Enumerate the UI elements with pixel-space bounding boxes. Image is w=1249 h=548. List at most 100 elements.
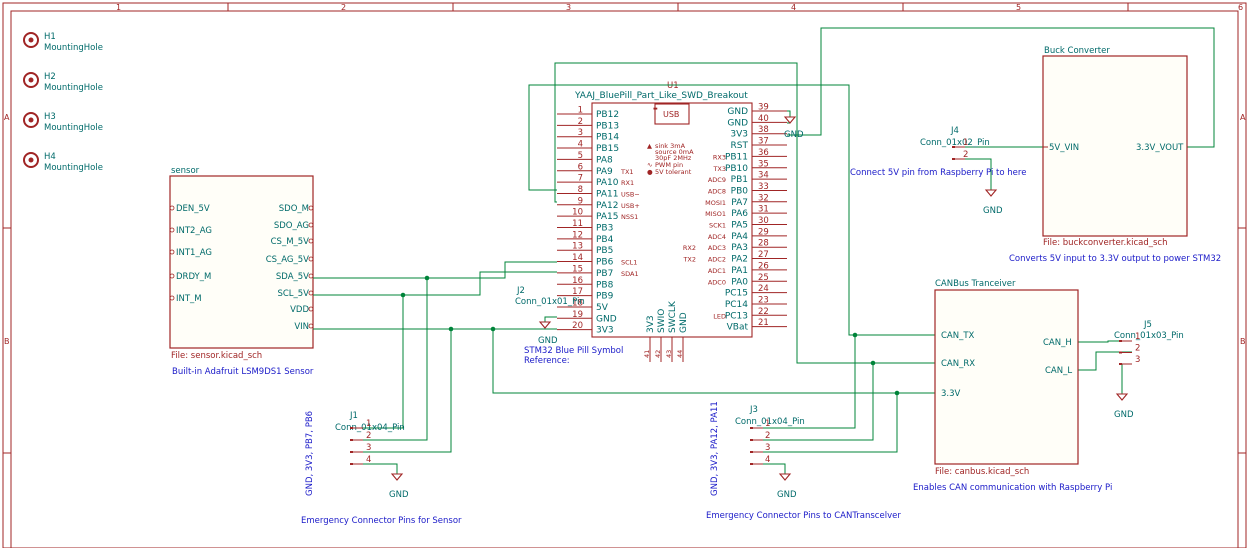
frame-col-2: 2: [341, 3, 346, 12]
j5-pin-number: 1: [1135, 332, 1140, 342]
mounting-hole-h1[interactable]: H1 MountingHole: [23, 32, 103, 53]
u1-left-pin-name: PB8: [596, 280, 614, 290]
u1-right-pin-alt: ADC0: [708, 278, 726, 286]
j1-pin-number: 2: [366, 431, 371, 441]
u1-left-pin-name: PB6: [596, 258, 614, 268]
frame-col-6: 6: [1238, 3, 1243, 12]
mounting-hole-h3[interactable]: H3 MountingHole: [23, 112, 103, 133]
u1-left-pin-name: GND: [596, 314, 617, 324]
u1-right-pin-name: 3V3: [730, 130, 748, 140]
u1-left-pin-number: 8: [578, 185, 583, 195]
j1-pin-marker: [350, 463, 353, 465]
u1-ref: U1: [667, 81, 679, 91]
j2-connector[interactable]: J2 Conn_01x01_Pin: [515, 286, 585, 307]
j4-connector[interactable]: J4 Conn_01x02_Pin 12 Connect 5V pin from…: [850, 126, 1026, 178]
can-transceiver-sheet[interactable]: CANBus Tranceiver CAN_TX CAN_RX 3.3V CAN…: [913, 279, 1112, 493]
gnd-label-j2: GND: [538, 336, 558, 346]
sensor-left-pin-label: DRDY_M: [176, 272, 211, 282]
u1-bottom-pin-number: 42: [654, 350, 662, 358]
u1-bluepill-symbol[interactable]: U1 YAAJ_BluePill_Part_Like_SWD_Breakout …: [557, 81, 787, 362]
j5-pin-marker: [1119, 363, 1122, 365]
can-pin-h: CAN_H: [1043, 338, 1072, 348]
u1-left-pin-name: PA11: [596, 189, 618, 199]
u1-left-pin-name: PA9: [596, 167, 613, 177]
u1-left-pin-name: PB5: [596, 246, 613, 256]
u1-bottom-pin-name: SWIO: [657, 309, 667, 333]
u1-bottom-pin-name: 3V3: [646, 315, 656, 333]
gnd-symbol-j2: GND: [538, 321, 558, 346]
buck-pin-5v-vin: 5V_VIN: [1049, 143, 1079, 153]
u1-left-pin-number: 1: [578, 106, 583, 116]
u1-left-pin-number: 16: [572, 276, 583, 286]
legend-source: source 0mA: [655, 148, 694, 156]
gnd-label-u1-top: GND: [784, 130, 804, 140]
j1-pin-number: 3: [366, 443, 371, 453]
gnd-label-j5: GND: [1114, 410, 1134, 420]
sensor-right-pin-label: VDD: [290, 305, 309, 315]
u1-left-pin-number: 18: [572, 298, 583, 308]
u1-left-pin-number: 15: [572, 264, 583, 274]
j1-ref: J1: [349, 411, 358, 421]
j3-ref: J3: [749, 405, 758, 415]
mounting-hole-h2[interactable]: H2 MountingHole: [23, 72, 103, 93]
u1-right-pin-number: 35: [758, 159, 769, 169]
u1-left-pin-number: 3: [578, 128, 583, 138]
legend-triangle-icon: ▲: [647, 142, 652, 150]
gnd-symbol-j1: GND: [389, 473, 409, 500]
u1-right-pin-number: 33: [758, 182, 769, 192]
j1-pin-marker: [350, 439, 353, 441]
j5-connector[interactable]: J5 Conn_01x03_Pin 123: [1114, 320, 1184, 365]
u1-right-pin-alt: ADC1: [708, 267, 726, 275]
h2-ref: H2: [44, 72, 56, 82]
u1-left-pin-name: 5V: [596, 303, 609, 313]
u1-left-pin-number: 20: [572, 321, 583, 331]
u1-right-pin-alt2: RX2: [683, 244, 696, 252]
buck-sheet-description: Converts 5V input to 3.3V output to powe…: [1009, 254, 1221, 264]
u1-right-pin-name: PB11: [725, 152, 748, 162]
u1-left-pin-number: 17: [572, 287, 583, 297]
u1-left-pin-alt: SCL1: [621, 259, 637, 267]
u1-right-pin-name: VBat: [727, 323, 749, 333]
j5-value: Conn_01x03_Pin: [1114, 331, 1184, 341]
sensor-right-pins: SDO_MSDO_AGCS_M_5VCS_AG_5VSDA_5VSCL_5VVD…: [266, 204, 314, 332]
u1-left-pin-name: PB15: [596, 144, 619, 154]
j1-pin-number: 1: [366, 419, 371, 429]
h3-ref: H3: [44, 112, 56, 122]
j4-value: Conn_01x02_Pin: [920, 138, 990, 148]
u1-bottom-pin-number: 44: [676, 350, 684, 358]
u1-left-pin-number: 6: [578, 162, 583, 172]
u1-note-line1: STM32 Blue Pill Symbol: [524, 346, 623, 356]
u1-left-pin-name: PA15: [596, 212, 618, 222]
mounting-hole-h4[interactable]: H4 MountingHole: [23, 152, 103, 173]
u1-bottom-pin-number: 41: [643, 350, 651, 358]
sensor-right-pin-marker: [308, 306, 314, 312]
j1-caption: Emergency Connector Pins for Sensor: [301, 516, 462, 526]
u1-right-pin-alt: LED: [713, 312, 726, 320]
u1-right-pin-number: 36: [758, 148, 769, 158]
u1-right-pin-name: PA2: [731, 255, 748, 265]
u1-left-pin-number: 13: [572, 242, 583, 252]
gnd-label-j4: GND: [983, 206, 1003, 216]
usb-small-mark: ▬: [653, 106, 658, 112]
can-pin-l: CAN_L: [1045, 366, 1072, 376]
u1-right-pin-number: 27: [758, 250, 769, 260]
j4-pins: 12: [952, 138, 968, 160]
frame-row-b: B: [4, 337, 10, 346]
j3-side-label: GND, 3V3, PA12, PA11: [710, 401, 720, 496]
u1-left-pin-number: 5: [578, 151, 583, 161]
h1-value: MountingHole: [44, 43, 103, 53]
u1-left-pin-alt: TX1: [620, 168, 634, 176]
buck-converter-sheet[interactable]: Buck Converter 5V_VIN 3.3V_VOUT File: bu…: [1009, 46, 1221, 264]
u1-right-pin-alt: ADC9: [708, 176, 726, 184]
u1-right-pin-name: PA1: [731, 266, 748, 276]
u1-right-pin-name: PA4: [731, 232, 748, 242]
u1-right-pin-alt: ADC8: [708, 187, 726, 195]
u1-right-pin-number: 21: [758, 318, 769, 328]
u1-right-pin-number: 22: [758, 307, 769, 317]
